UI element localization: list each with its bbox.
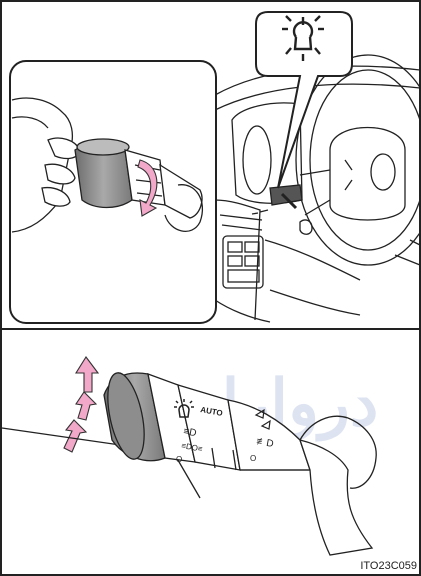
dim-mark-label-2: O bbox=[250, 454, 256, 463]
dashboard-drawing bbox=[215, 55, 421, 322]
dim-mark-label: O bbox=[176, 455, 182, 464]
figure-code: ITO23C059 bbox=[360, 560, 417, 572]
tail-light-label: ≡D bbox=[182, 426, 197, 439]
